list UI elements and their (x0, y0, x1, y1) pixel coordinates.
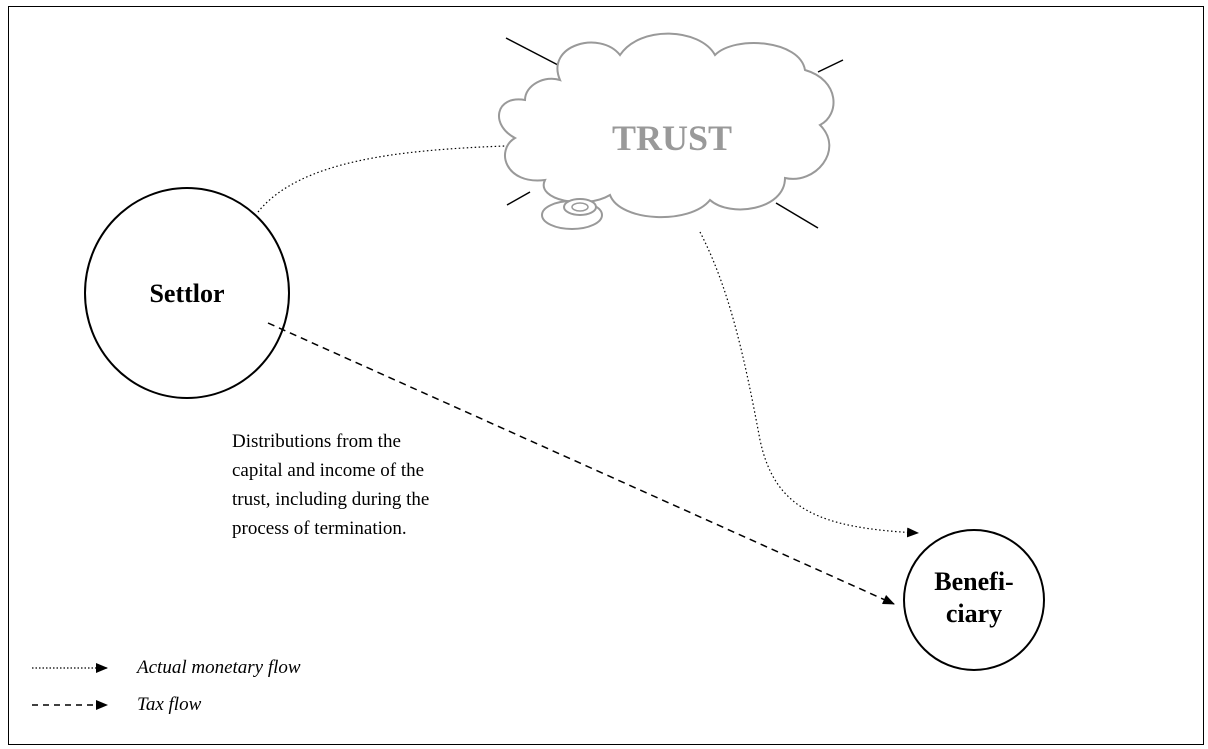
note-line-4: process of termination. (232, 518, 407, 539)
trust-cloud: TRUST (498, 32, 835, 230)
note-line-1: Distributions from the (232, 431, 401, 452)
beneficiary-node: Benefi- ciary (903, 529, 1045, 671)
trust-cloud-rays (505, 37, 844, 229)
settlor-label: Settlor (149, 279, 224, 308)
legend-tax-flow-label: Tax flow (137, 694, 202, 715)
note-line-3: trust, including during the (232, 489, 429, 510)
beneficiary-label-line-2: ciary (946, 599, 1002, 628)
beneficiary-label-line-1: Benefi- (934, 567, 1013, 596)
legend: Actual monetary flow Tax flow (32, 657, 301, 715)
settlor-node: Settlor (84, 187, 290, 399)
trust-label: TRUST (612, 118, 732, 158)
diagram-frame (8, 6, 1204, 745)
note-line-2: capital and income of the (232, 460, 424, 481)
distribution-note: Distributions from the capital and incom… (232, 431, 429, 539)
legend-actual-flow-label: Actual monetary flow (135, 657, 301, 678)
flow-trust-to-beneficiary (699, 231, 919, 538)
flow-settlor-to-trust (257, 145, 506, 213)
tax-flow-settlor-to-beneficiary (267, 322, 895, 605)
